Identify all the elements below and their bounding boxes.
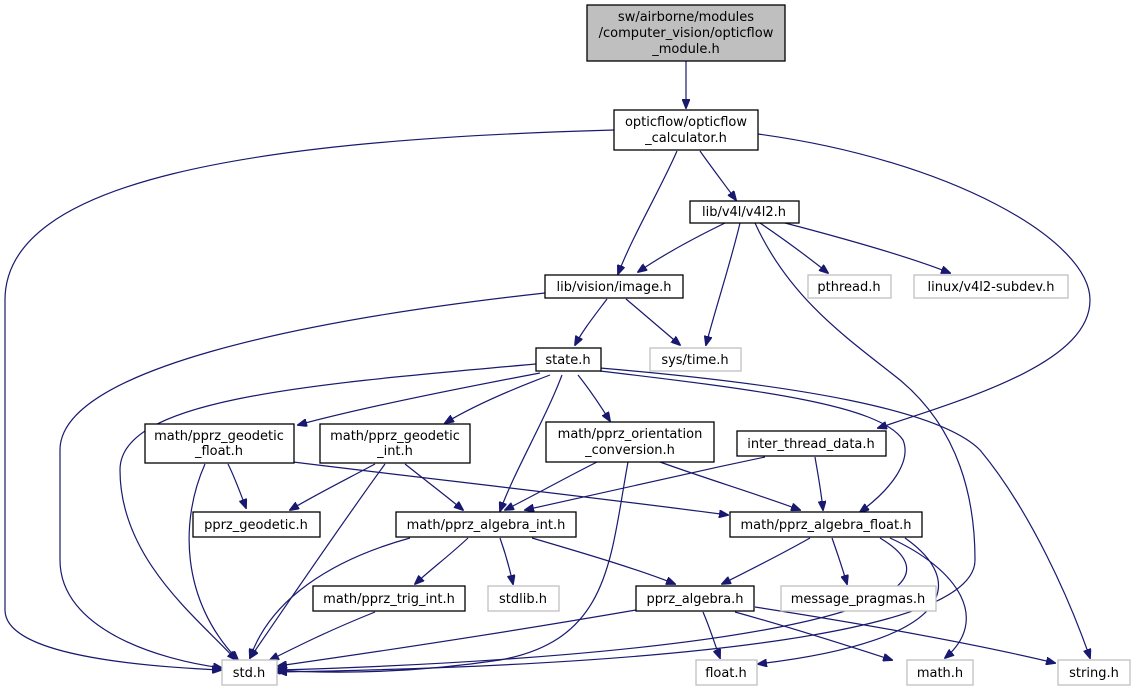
- node-pprz-geodetic[interactable]: pprz_geodetic.h: [192, 511, 321, 538]
- nodes: sw/airborne/modules /computer_vision/opt…: [144, 4, 1131, 686]
- edge-geodetic-float-to-algebra-float: [292, 461, 728, 515]
- node-sys-time[interactable]: sys/time.h: [649, 347, 742, 372]
- node-pprz-geodetic-float[interactable]: math/pprz_geodetic _float.h: [144, 423, 295, 464]
- node-pprz-orientation-conversion-line-1: math/pprz_orientation: [558, 427, 703, 442]
- node-float-label: float.h: [705, 666, 747, 681]
- edge-state-to-algebra-int: [500, 374, 563, 511]
- edge-state-to-geodetic-int: [445, 374, 551, 423]
- edges: [4, 61, 1091, 672]
- edge-opticflow-calculator-to-inter-thread-data: [757, 133, 1091, 428]
- node-opticflow-calculator[interactable]: opticflow/opticflow _calculator.h: [613, 109, 759, 151]
- node-pprz-geodetic-int-line-2: _int.h: [376, 444, 413, 459]
- edge-algebra-float-to-message-pragmas: [831, 537, 847, 584]
- node-state[interactable]: state.h: [535, 347, 602, 372]
- edge-algebra-float-to-math: [889, 537, 967, 658]
- edge-geodetic-int-to-algebra-int: [404, 463, 463, 510]
- edge-algebra-float-to-std: [278, 537, 907, 670]
- node-message-pragmas[interactable]: message_pragmas.h: [780, 585, 937, 612]
- edge-orientation-to-algebra-int: [505, 461, 598, 510]
- node-image-label: lib/vision/image.h: [557, 280, 672, 295]
- edge-pprz-algebra-to-math: [734, 611, 892, 660]
- node-image[interactable]: lib/vision/image.h: [544, 274, 684, 299]
- edge-algebra-int-to-trig-int: [415, 537, 469, 584]
- node-pprz-trig-int[interactable]: math/pprz_trig_int.h: [312, 585, 466, 612]
- node-pprz-geodetic-float-line-2: _float.h: [194, 444, 243, 459]
- node-pprz-geodetic-float-line-1: math/pprz_geodetic: [154, 429, 284, 444]
- node-pprz-algebra-label: pprz_algebra.h: [647, 592, 744, 607]
- edge-orientation-to-algebra-float: [659, 461, 800, 510]
- node-state-label: state.h: [545, 353, 590, 368]
- edge-state-to-geodetic-float: [298, 372, 541, 425]
- node-stdlib[interactable]: stdlib.h: [487, 585, 560, 612]
- node-pthread-label: pthread.h: [817, 280, 880, 295]
- node-std[interactable]: std.h: [221, 659, 278, 686]
- edge-state-to-orientation-conversion: [577, 374, 610, 421]
- node-string[interactable]: string.h: [1057, 659, 1131, 686]
- node-opticflow-module-line-2: /computer_vision/opticflow: [599, 26, 774, 41]
- edge-trig-int-to-std: [270, 611, 376, 660]
- node-stdlib-label: stdlib.h: [499, 592, 547, 607]
- node-pprz-geodetic-int-line-1: math/pprz_geodetic: [330, 429, 460, 444]
- edge-algebra-int-to-stdlib: [499, 537, 513, 584]
- node-v4l2-subdev[interactable]: linux/v4l2-subdev.h: [913, 274, 1069, 299]
- node-opticflow-calculator-line-1: opticflow/opticflow: [625, 115, 747, 130]
- node-math-label: math.h: [917, 666, 963, 681]
- node-sys-time-label: sys/time.h: [661, 353, 728, 368]
- edge-algebra-int-to-pprz-algebra: [531, 537, 675, 584]
- node-pprz-trig-int-label: math/pprz_trig_int.h: [323, 592, 455, 607]
- edge-algebra-int-to-std: [250, 537, 411, 658]
- edge-geodetic-float-to-pprz-geodetic: [227, 463, 246, 508]
- node-opticflow-module[interactable]: sw/airborne/modules /computer_vision/opt…: [586, 4, 786, 62]
- node-v4l2[interactable]: lib/v4l/v4l2.h: [689, 200, 800, 224]
- edge-state-to-std: [119, 363, 537, 660]
- edge-image-to-state: [575, 298, 608, 345]
- node-opticflow-calculator-line-2: _calculator.h: [644, 131, 727, 146]
- node-v4l2-label: lib/v4l/v4l2.h: [702, 205, 786, 220]
- node-pprz-algebra-int-label: math/pprz_algebra_int.h: [407, 518, 566, 533]
- node-pprz-algebra-float-label: math/pprz_algebra_float.h: [741, 518, 912, 533]
- node-pprz-geodetic-int[interactable]: math/pprz_geodetic _int.h: [319, 423, 471, 464]
- edge-state-to-algebra-float: [599, 370, 906, 512]
- node-opticflow-module-line-3: _module.h: [651, 42, 720, 57]
- edge-pprz-algebra-to-std: [278, 609, 637, 666]
- node-pprz-algebra-int[interactable]: math/pprz_algebra_int.h: [395, 511, 577, 538]
- node-inter-thread-data-label: inter_thread_data.h: [747, 437, 875, 452]
- edge-algebra-float-to-pprz-algebra: [722, 537, 811, 584]
- edge-opticflow-calculator-to-v4l2: [699, 150, 736, 200]
- node-pprz-orientation-conversion-line-2: _conversion.h: [584, 443, 675, 458]
- node-string-label: string.h: [1069, 666, 1119, 681]
- edge-opticflow-calculator-to-image: [618, 150, 678, 274]
- node-pprz-algebra[interactable]: pprz_algebra.h: [635, 585, 755, 612]
- node-pprz-geodetic-label: pprz_geodetic.h: [204, 518, 308, 533]
- node-v4l2-subdev-label: linux/v4l2-subdev.h: [928, 280, 1055, 295]
- node-math[interactable]: math.h: [906, 659, 974, 686]
- edge-v4l2-to-std: [278, 222, 976, 672]
- edge-state-to-string: [599, 367, 1090, 658]
- node-pthread[interactable]: pthread.h: [807, 274, 892, 299]
- edge-geodetic-float-to-std: [188, 463, 238, 660]
- edge-geodetic-int-to-pprz-geodetic: [290, 463, 376, 510]
- edge-v4l2-to-pthread: [759, 222, 828, 273]
- node-float[interactable]: float.h: [695, 659, 758, 686]
- edge-v4l2-to-image: [638, 222, 726, 272]
- node-pprz-orientation-conversion[interactable]: math/pprz_orientation _conversion.h: [545, 421, 715, 463]
- edge-pprz-algebra-to-float: [702, 611, 720, 658]
- node-inter-thread-data[interactable]: inter_thread_data.h: [736, 430, 887, 457]
- edge-inter-thread-data-to-algebra-float: [814, 456, 823, 510]
- edge-v4l2-to-v4l2-subdev: [784, 222, 950, 273]
- edge-opticflow-calculator-to-std: [4, 129, 615, 670]
- node-std-label: std.h: [233, 666, 266, 681]
- edge-image-to-std: [59, 292, 546, 668]
- edge-geodetic-int-to-std: [250, 463, 386, 658]
- edge-inter-thread-data-to-algebra-int: [525, 456, 766, 510]
- node-opticflow-module-line-1: sw/airborne/modules: [618, 10, 754, 25]
- edge-v4l2-to-sys-time: [706, 222, 741, 345]
- edge-pprz-algebra-to-string: [754, 606, 1055, 663]
- node-pprz-algebra-float[interactable]: math/pprz_algebra_float.h: [729, 511, 923, 538]
- edge-image-to-sys-time: [625, 298, 680, 345]
- node-message-pragmas-label: message_pragmas.h: [791, 592, 926, 607]
